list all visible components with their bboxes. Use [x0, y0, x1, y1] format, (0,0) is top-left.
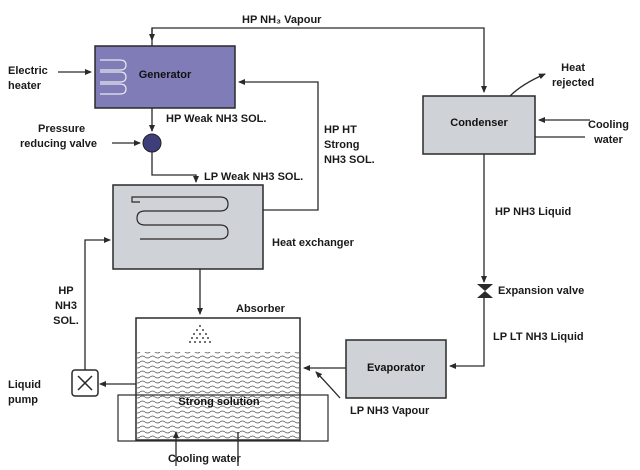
- condenser-label: Condenser: [450, 117, 508, 129]
- heat-exchanger-box: [112, 184, 264, 270]
- line-hp-nh3-sol: [84, 237, 111, 370]
- strong-solution-label: Strong solution: [178, 396, 260, 408]
- evaporator-label: Evaporator: [366, 362, 426, 374]
- cooling-water-absorber-label: Cooling water: [168, 453, 241, 465]
- heat-exchanger-coil: [136, 196, 229, 240]
- hp-vapour-label: HP NH₃ Vapour: [242, 14, 322, 26]
- hp-weak-sol-label: HP Weak NH3 SOL.: [166, 113, 267, 125]
- generator-label: Generator: [138, 69, 192, 81]
- spray-nozzle: [189, 325, 211, 343]
- line-hp-ht-strong: [238, 79, 319, 211]
- electric-heater-coil: [100, 59, 127, 95]
- lp-lt-liquid-label: LP LT NH3 Liquid: [493, 331, 584, 343]
- expansion-valve-label: Expansion valve: [498, 285, 585, 297]
- line-lp-lt-liquid: [449, 298, 485, 369]
- lp-weak-sol-label: LP Weak NH3 SOL.: [204, 171, 304, 183]
- lp-vapour-label: LP NH3 Vapour: [350, 405, 430, 417]
- liquid-pump-icon: [71, 369, 99, 397]
- condenser-box: [422, 95, 536, 155]
- hp-liquid-label: HP NH3 Liquid: [495, 206, 572, 218]
- cooling-water-jacket: [117, 394, 329, 442]
- absorber-label: Absorber: [236, 303, 285, 315]
- heat-exchanger-label: Heat exchanger: [272, 237, 354, 249]
- expansion-valve-icon: [477, 284, 493, 298]
- generator-box: [94, 45, 236, 109]
- pressure-reducing-valve-icon: [142, 133, 162, 153]
- evaporator-box: [345, 339, 447, 399]
